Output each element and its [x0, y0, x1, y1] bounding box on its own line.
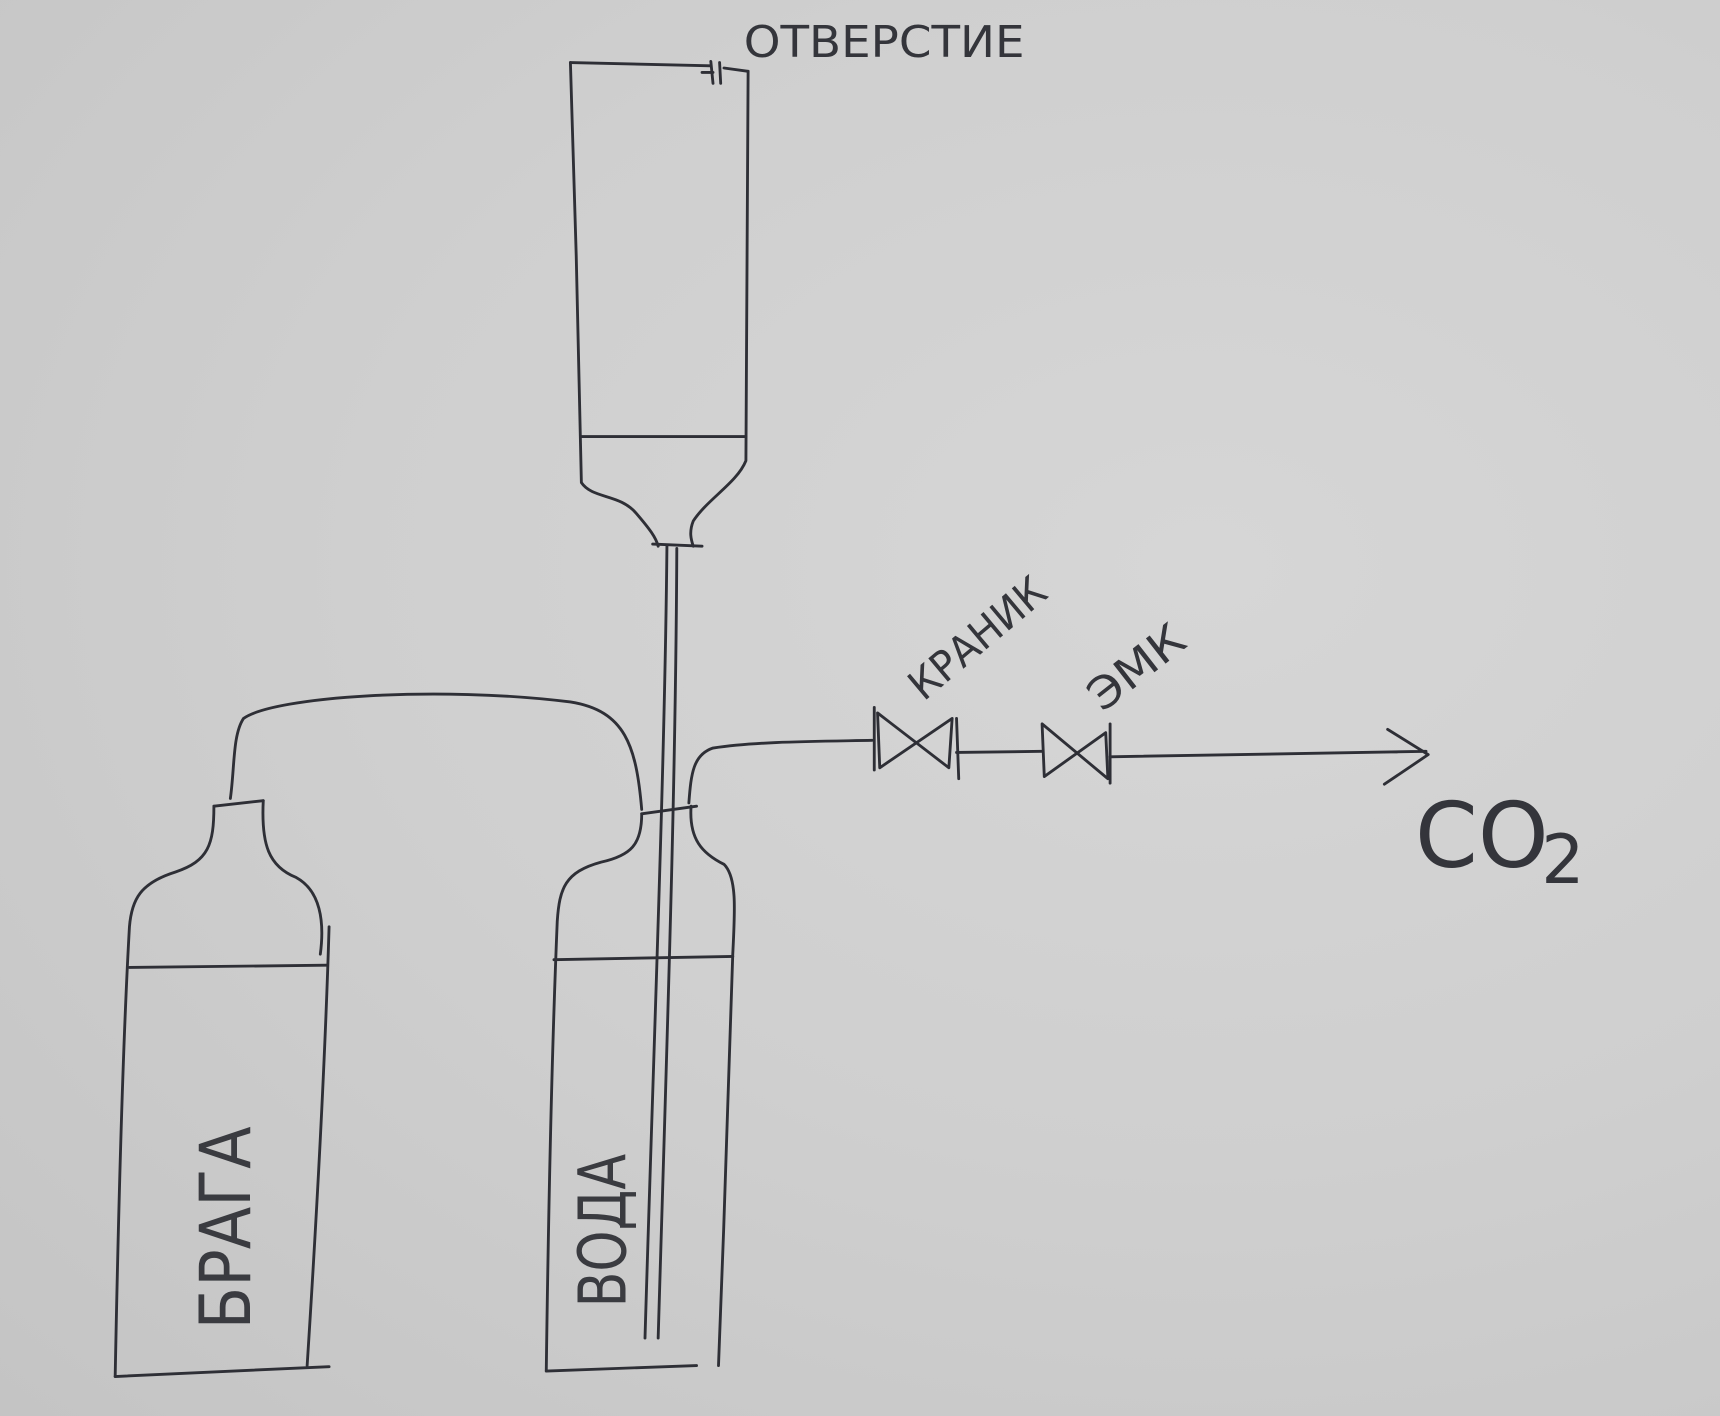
co2-label: CO [1415, 784, 1549, 888]
co2-arrow-icon [1108, 727, 1430, 786]
mash-label: БРАГА [185, 1126, 267, 1329]
hole-icon [700, 59, 723, 85]
outlet-pipe [687, 738, 874, 805]
solenoid-valve-label: ЭМК [1078, 614, 1196, 722]
upper-bottle [568, 59, 750, 548]
water-bottle [544, 804, 736, 1373]
gas-hose [228, 692, 644, 811]
drop-tube [643, 544, 669, 1340]
co2-subscript: 2 [1541, 821, 1584, 900]
tap-valve-icon [872, 706, 961, 781]
hole-label: ОТВЕРСТИЕ [744, 17, 1025, 68]
tap-label: КРАНИК [899, 566, 1057, 709]
solenoid-valve-icon [1040, 722, 1112, 785]
mash-bottle [113, 799, 331, 1378]
water-label: ВОДА [564, 1154, 641, 1308]
